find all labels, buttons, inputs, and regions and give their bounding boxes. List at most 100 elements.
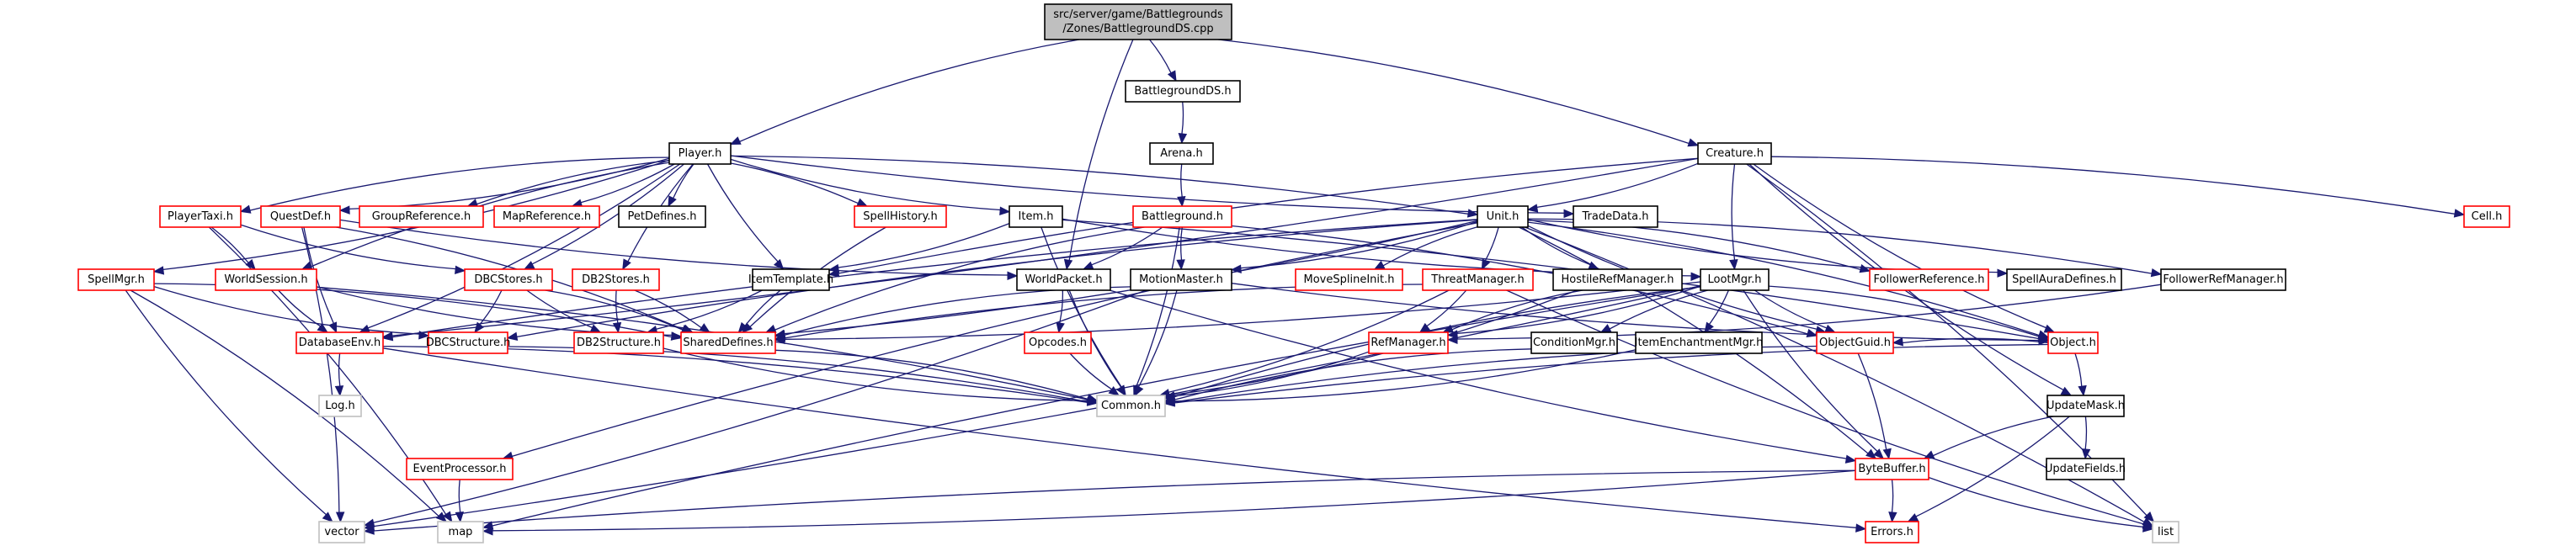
node-conditionmgr[interactable]: ConditionMgr.h (1530, 331, 1618, 354)
node-groupreference[interactable]: GroupReference.h (359, 205, 484, 228)
node-hostilerefmanager[interactable]: HostileRefManager.h (1552, 268, 1683, 291)
edge-line (1180, 226, 1183, 261)
node-threatmanager[interactable]: ThreatManager.h (1422, 268, 1534, 291)
edge-line (1174, 351, 1370, 397)
node-itemenchantmentmgr[interactable]: ItemEnchantmentMgr.h (1635, 331, 1764, 354)
edge-line (739, 39, 1080, 142)
node-spellauradefines[interactable]: SpellAuraDefines.h (2006, 268, 2122, 291)
edge-root-to-BattlegroundDS (1148, 39, 1177, 82)
node-databaseenv[interactable]: DatabaseEnv.h (295, 331, 384, 354)
arrowhead-icon (622, 258, 631, 271)
edge-Player-to-PetDefines (668, 163, 695, 208)
node-shareddefines[interactable]: SharedDefines.h (680, 331, 776, 354)
node-box (493, 205, 600, 228)
node-map[interactable]: map (437, 521, 484, 543)
arrowhead-icon (1446, 335, 1458, 345)
arrowhead-icon (699, 323, 711, 333)
node-questdef[interactable]: QuestDef.h (260, 205, 341, 228)
node-updatemask[interactable]: UpdateMask.h (2046, 395, 2125, 417)
node-player[interactable]: Player.h (668, 142, 732, 165)
node-box (295, 331, 384, 354)
edge-LootMgr-to-ObjectGuid (1754, 289, 1836, 333)
node-box (1816, 331, 1894, 354)
node-opcodes[interactable]: Opcodes.h (1024, 331, 1092, 354)
node-movesplineinit[interactable]: MoveSplineInit.h (1295, 268, 1403, 291)
node-item[interactable]: Item.h (1009, 205, 1063, 228)
arrowhead-icon (1865, 448, 1877, 459)
node-lootmgr[interactable]: LootMgr.h (1700, 268, 1770, 291)
node-playertaxi[interactable]: PlayerTaxi.h (159, 205, 242, 228)
arrowhead-icon (1466, 209, 1479, 218)
node-petdefines[interactable]: PetDefines.h (618, 205, 706, 228)
edge-line (545, 289, 684, 331)
node-itemtemplate[interactable]: ItemTemplate.h (748, 268, 833, 291)
node-motionmaster[interactable]: MotionMaster.h (1130, 268, 1232, 291)
node-log[interactable]: Log.h (318, 395, 362, 417)
node-battlegroundds[interactable]: BattlegroundDS.h (1125, 80, 1241, 103)
node-root[interactable]: src/server/game/Battlegrounds/Zones/Batt… (1044, 3, 1232, 40)
node-label: LootMgr.h (1707, 273, 1761, 286)
node-eventprocessor[interactable]: EventProcessor.h (406, 458, 514, 480)
arrowhead-icon (1729, 259, 1738, 271)
edge-PlayerTaxi-to-DBCStores (240, 224, 466, 274)
node-list[interactable]: list (2152, 521, 2179, 543)
arrowhead-icon (474, 321, 485, 334)
edge-line (784, 284, 1424, 339)
node-arena[interactable]: Arena.h (1149, 142, 1214, 165)
edge-line (784, 281, 1701, 340)
node-bytebuffer[interactable]: ByteBuffer.h (1855, 458, 1929, 480)
node-spellhistory[interactable]: SpellHistory.h (854, 205, 947, 228)
node-common[interactable]: Common.h (1096, 395, 1166, 417)
node-battleground[interactable]: Battleground.h (1132, 205, 1232, 228)
node-errors[interactable]: Errors.h (1865, 521, 1919, 543)
node-tradedata[interactable]: TradeData.h (1573, 205, 1658, 228)
edge-Unit-to-ThreatManager (1481, 226, 1499, 271)
node-db2stores[interactable]: DB2Stores.h (572, 268, 660, 291)
edge-line (580, 163, 675, 204)
node-label: FollowerRefManager.h (2163, 273, 2283, 286)
node-box (1635, 331, 1763, 354)
node-box (668, 142, 732, 165)
arrowhead-icon (317, 323, 328, 333)
node-dbcstores[interactable]: DBCStores.h (464, 268, 553, 291)
arrowhead-icon (506, 331, 519, 341)
node-box (1869, 268, 1989, 291)
node-spellmgr[interactable]: SpellMgr.h (77, 268, 155, 291)
node-cell[interactable]: Cell.h (2463, 205, 2510, 228)
node-unit[interactable]: Unit.h (1477, 205, 1529, 228)
arrowhead-icon (828, 263, 840, 273)
node-worldsession[interactable]: WorldSession.h (215, 268, 317, 291)
arrowhead-icon (1176, 259, 1185, 271)
node-dbcstructure[interactable]: DBCStructure.h (426, 331, 511, 354)
node-label: ItemTemplate.h (748, 273, 833, 286)
edge-SpellMgr-to-map (130, 289, 447, 522)
arrowhead-icon (2037, 331, 2050, 340)
node-box (77, 268, 155, 291)
node-refmanager[interactable]: RefManager.h (1368, 331, 1449, 354)
node-mapreference[interactable]: MapReference.h (493, 205, 600, 228)
node-worldpacket[interactable]: WorldPacket.h (1016, 268, 1111, 291)
arrowhead-icon (245, 258, 256, 270)
node-creature[interactable]: Creature.h (1697, 142, 1772, 165)
node-updatefields[interactable]: UpdateFields.h (2045, 458, 2126, 480)
edge-line (492, 285, 1701, 527)
edge-line (1231, 283, 2040, 342)
node-label: MapReference.h (503, 210, 591, 223)
edge-line (1731, 163, 1736, 261)
arrowhead-icon (2150, 268, 2163, 278)
node-followerreference[interactable]: FollowerReference.h (1869, 268, 1989, 291)
arrowhead-icon (418, 331, 430, 340)
node-object[interactable]: Object.h (2047, 331, 2099, 354)
node-vector[interactable]: vector (318, 521, 365, 543)
arrowhead-icon (2081, 448, 2091, 460)
node-label: Errors.h (1871, 526, 1913, 538)
edge-MotionMaster-to-Common (1134, 289, 1178, 397)
arrowhead-icon (322, 512, 333, 522)
edge-line (2084, 416, 2088, 450)
node-label: Object.h (2050, 337, 2096, 349)
node-box (1368, 331, 1449, 354)
node-db2structure[interactable]: DB2Structure.h (573, 331, 664, 354)
node-followerrefmanager[interactable]: FollowerRefManager.h (2160, 268, 2286, 291)
arrowhead-icon (2043, 324, 2056, 333)
node-objectguid[interactable]: ObjectGuid.h (1816, 331, 1894, 354)
